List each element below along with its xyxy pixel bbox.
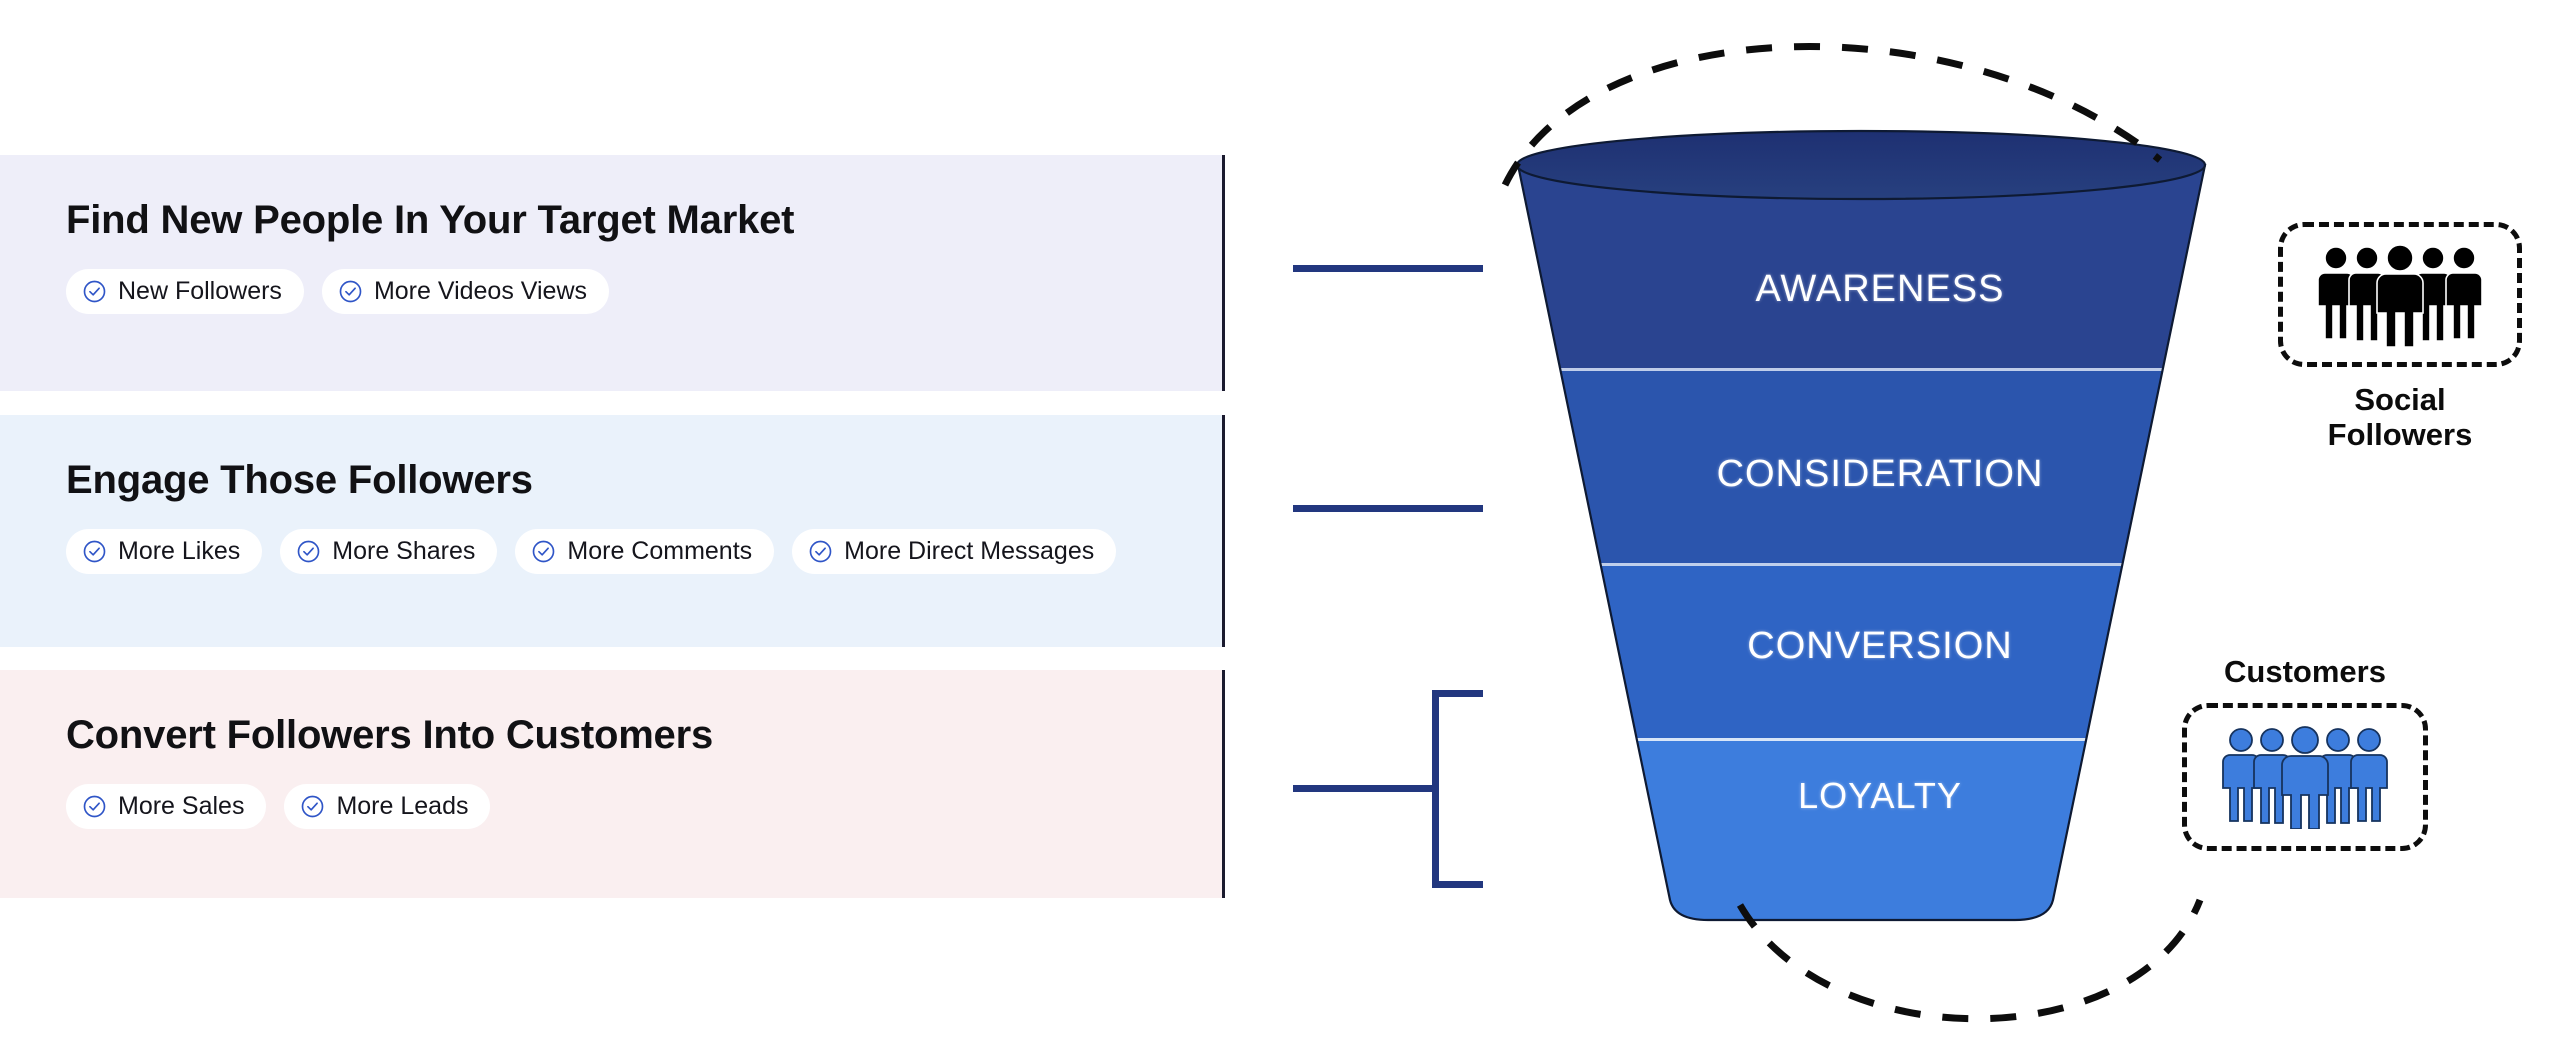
tag-label: More Leads [336,792,469,820]
tag-label: More Likes [118,537,241,565]
customers-box [2182,702,2428,851]
check-circle-icon [808,539,833,564]
panel-title: Find New People In Your Target Market [66,198,795,242]
group-social-followers: Social Followers [2278,222,2522,452]
tag-pill[interactable]: More Comments [515,529,775,574]
tag-list: More Sales More Leads [66,784,1222,829]
social-followers-caption: Social Followers [2327,382,2473,452]
marketing-funnel: AWARENESS CONSIDERATION CONVERSION LOYAL… [1470,20,2290,940]
panel-engage-followers: Engage Those Followers More Likes [0,415,1225,647]
tag-pill[interactable]: More Sales [66,784,267,829]
funnel-band-loyalty [1518,740,2205,920]
tag-list: More Likes More Shares M [66,529,1222,574]
tag-label: New Followers [118,277,282,305]
check-circle-icon [300,794,325,819]
check-circle-icon [82,539,107,564]
tag-label: More Direct Messages [844,537,1095,565]
tag-pill[interactable]: More Shares [280,529,498,574]
tag-label: More Sales [118,792,245,820]
tag-list: New Followers More Videos Views [66,269,1222,314]
tag-pill[interactable]: More Likes [66,529,263,574]
people-crowd-icon [2222,725,2388,829]
panel-find-new-people: Find New People In Your Target Market Ne… [0,155,1225,391]
tag-pill[interactable]: More Videos Views [321,269,610,314]
panel-title: Convert Followers Into Customers [66,713,714,757]
connector-bracket-arm-bottom [1432,881,1483,888]
funnel-rim [1515,129,2207,201]
tag-label: More Comments [567,537,753,565]
connector-bracket-stem [1293,785,1439,792]
connector-bracket-arm-top [1432,690,1483,697]
connector-bracket-spine [1432,690,1439,888]
check-circle-icon [296,539,321,564]
tag-label: More Shares [332,537,476,565]
tag-pill[interactable]: More Leads [284,784,491,829]
check-circle-icon [82,794,107,819]
check-circle-icon [531,539,556,564]
funnel-band-consideration [1518,370,2205,565]
tag-pill[interactable]: New Followers [66,269,304,314]
check-circle-icon [338,279,363,304]
tag-pill[interactable]: More Direct Messages [792,529,1117,574]
panel-title: Engage Those Followers [66,458,533,502]
tag-label: More Videos Views [373,277,588,305]
people-crowd-icon [2317,243,2483,347]
connector-line-awareness [1293,265,1483,272]
group-customers: Customers [2182,654,2428,851]
funnel-band-conversion [1518,565,2205,740]
check-circle-icon [82,279,107,304]
customers-caption: Customers [2224,654,2386,689]
social-followers-box [2278,222,2522,367]
panel-convert-followers: Convert Followers Into Customers More Sa… [0,670,1225,898]
connector-line-consideration [1293,505,1483,512]
